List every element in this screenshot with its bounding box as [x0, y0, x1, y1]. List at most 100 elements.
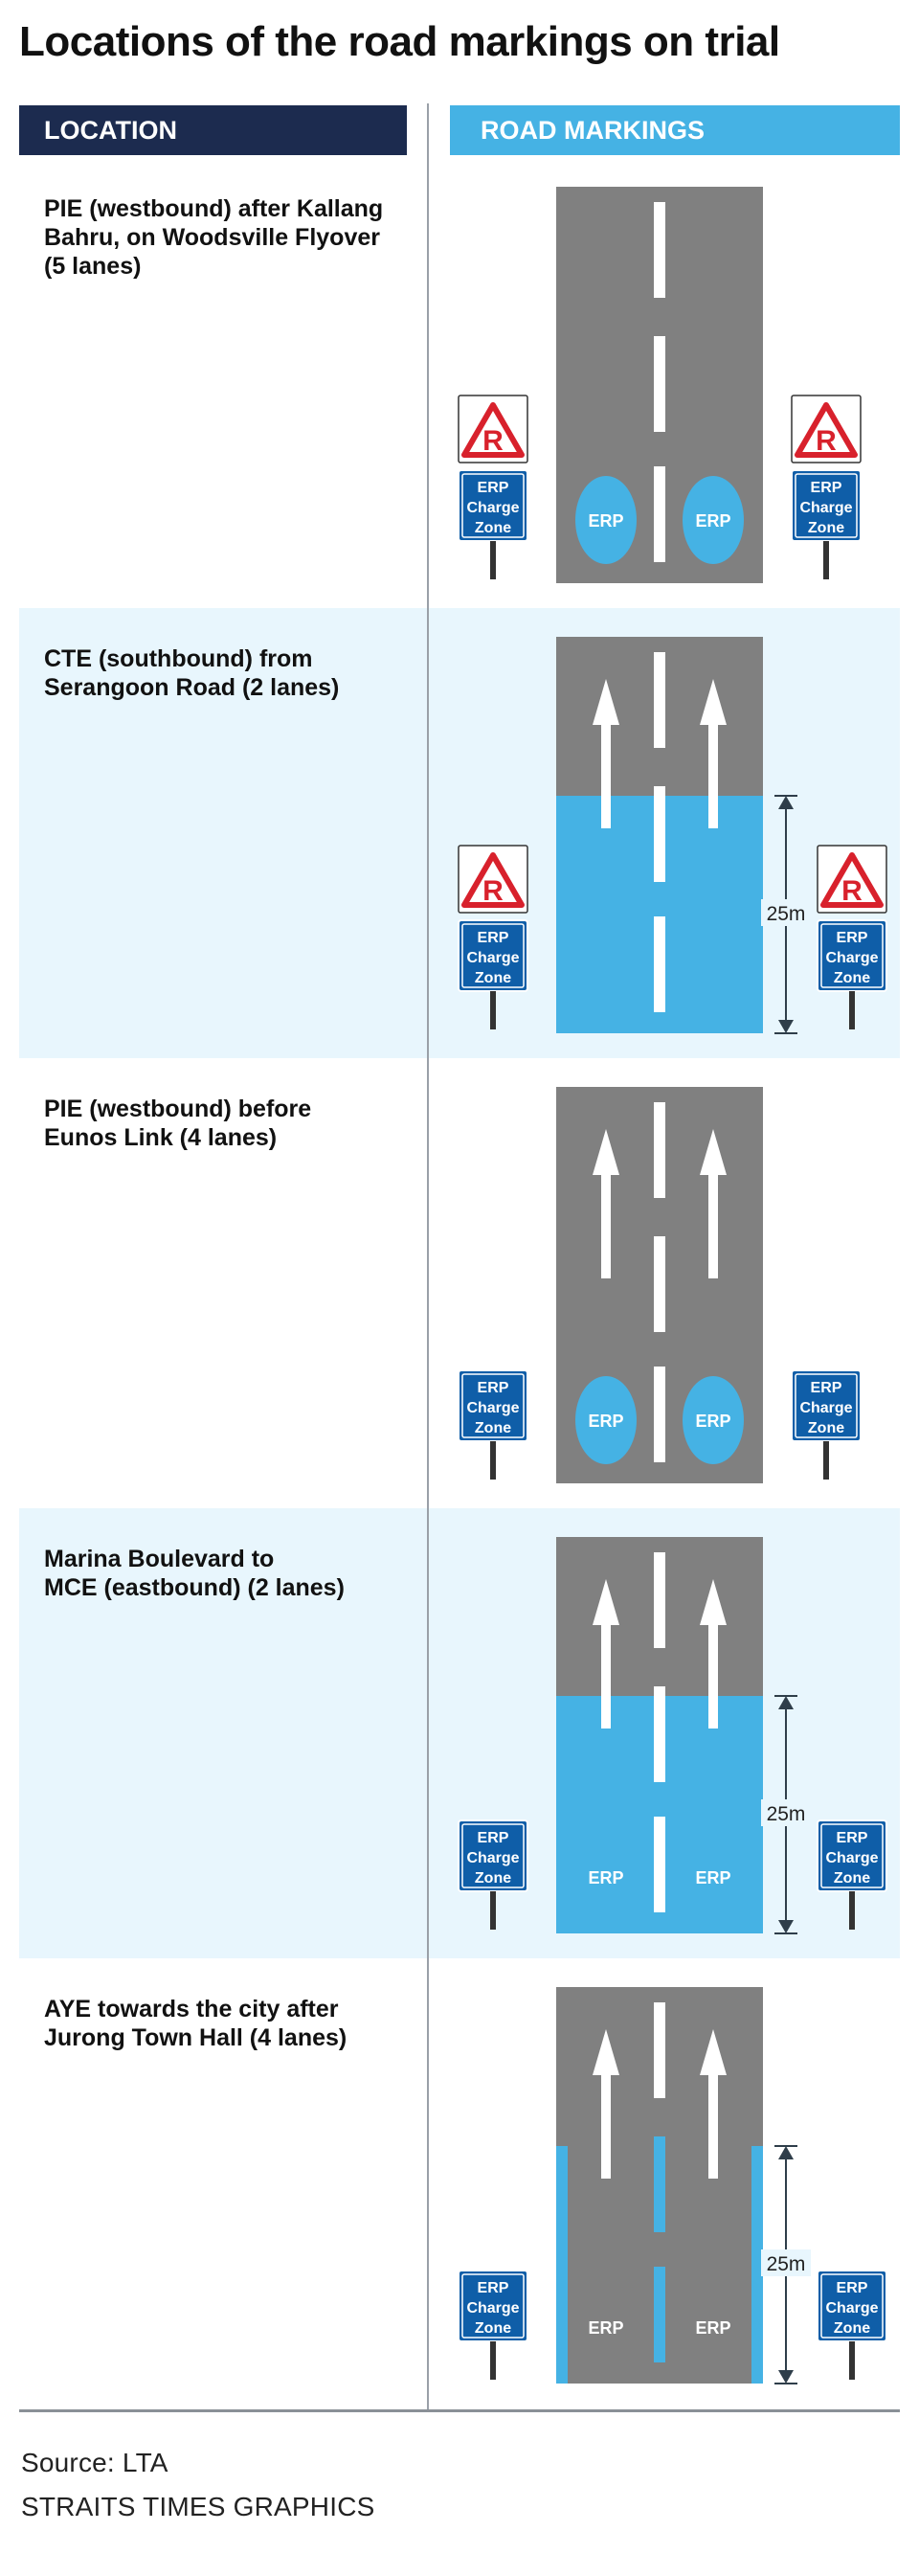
sign-line-3: Zone: [834, 2320, 870, 2337]
sign-line-2: Charge: [466, 500, 519, 516]
lane-divider-dash: [654, 1102, 665, 1198]
sign-pole: [823, 1441, 829, 1480]
r-letter: R: [816, 425, 837, 457]
sign-line-1: ERP: [837, 2280, 868, 2296]
sign-line-1: ERP: [478, 2280, 509, 2296]
sign-line-1: ERP: [811, 1380, 842, 1396]
erp-circle-label: ERP: [695, 1412, 730, 1431]
sign-line-2: Charge: [799, 500, 852, 516]
lane-arrow-icon: [700, 1579, 727, 1729]
lane-divider-dash: [654, 202, 665, 298]
sign-line-1: ERP: [811, 480, 842, 496]
erp-edge-line-left: [556, 2146, 568, 2384]
lane-arrow-icon: [700, 679, 727, 828]
sign-line-1: ERP: [478, 1380, 509, 1396]
sign-line-3: Zone: [808, 1420, 844, 1436]
lane-arrow-icon: [593, 679, 619, 828]
lane-arrow-icon: [700, 1129, 727, 1278]
road-markings-column-header: ROAD MARKINGS: [450, 105, 900, 155]
erp-edge-line-right: [751, 2146, 763, 2384]
lane-divider-dash: [654, 2267, 665, 2362]
sign-line-2: Charge: [825, 1850, 878, 1866]
location-text: Marina Boulevard to MCE (eastbound) (2 l…: [44, 1546, 345, 1601]
r-letter: R: [482, 425, 504, 457]
sign-line-3: Zone: [834, 970, 870, 986]
source-note: Source: LTA: [21, 2448, 168, 2477]
lane-divider-dash: [654, 2136, 665, 2232]
sign-line-2: Charge: [466, 1400, 519, 1416]
sign-line-3: Zone: [808, 520, 844, 536]
sign-pole: [490, 1891, 496, 1930]
location-text: PIE (westbound) after Kallang Bahru, on …: [44, 195, 384, 280]
r-letter: R: [482, 875, 504, 907]
dimension-25m: 25m: [761, 1695, 811, 1934]
dimension-25m: 25m: [761, 795, 811, 1034]
footer-divider: [19, 2409, 900, 2412]
erp-road-text: ERP: [588, 2318, 623, 2338]
sign-line-2: Charge: [466, 950, 519, 966]
lane-divider-dash: [654, 652, 665, 748]
erp-circle-label: ERP: [588, 511, 623, 531]
lane-arrow-icon: [593, 2029, 619, 2179]
column-divider: [427, 103, 429, 2409]
r-triangle-icon: R: [795, 402, 858, 458]
page-title: Locations of the road markings on trial: [19, 18, 780, 65]
sign-pole: [849, 1891, 855, 1930]
r-triangle-icon: R: [461, 852, 525, 908]
location-text: AYE towards the city after Jurong Town H…: [44, 1996, 347, 2051]
erp-circle-marking: ERP: [575, 1376, 637, 1464]
dimension-label: 25m: [767, 903, 806, 925]
lane-divider-dash: [654, 916, 665, 1012]
sign-line-3: Zone: [475, 520, 511, 536]
lane-divider-dash: [654, 1686, 665, 1782]
lane-divider-dash: [654, 1367, 665, 1462]
erp-circle-label: ERP: [695, 511, 730, 531]
sign-line-1: ERP: [478, 480, 509, 496]
erp-circle-marking: ERP: [683, 476, 744, 564]
r-letter: R: [841, 875, 863, 907]
dimension-label: 25m: [767, 1803, 806, 1825]
lane-divider-dash: [654, 336, 665, 432]
lane-divider-dash: [654, 2002, 665, 2098]
lane-divider-dash: [654, 786, 665, 882]
sign-line-3: Zone: [834, 1870, 870, 1887]
sign-line-3: Zone: [475, 1420, 511, 1436]
sign-line-1: ERP: [837, 1830, 868, 1846]
sign-line-1: ERP: [837, 930, 868, 946]
erp-circle-label: ERP: [588, 1412, 623, 1431]
sign-line-2: Charge: [466, 1850, 519, 1866]
sign-line-2: Charge: [825, 950, 878, 966]
sign-line-1: ERP: [478, 1830, 509, 1846]
lane-arrow-icon: [593, 1129, 619, 1278]
sign-line-2: Charge: [799, 1400, 852, 1416]
location-text: PIE (westbound) before Eunos Link (4 lan…: [44, 1096, 312, 1151]
sign-pole: [823, 541, 829, 579]
sign-pole: [490, 541, 496, 579]
sign-pole: [490, 1441, 496, 1480]
location-column-header: LOCATION: [19, 105, 407, 155]
sign-line-2: Charge: [466, 2300, 519, 2316]
dimension-25m: 25m: [761, 2145, 811, 2384]
erp-road-text: ERP: [588, 1868, 623, 1887]
erp-road-text: ERP: [695, 1868, 730, 1887]
erp-road-text: ERP: [695, 2318, 730, 2338]
sign-pole: [490, 991, 496, 1029]
erp-circle-marking: ERP: [575, 476, 637, 564]
